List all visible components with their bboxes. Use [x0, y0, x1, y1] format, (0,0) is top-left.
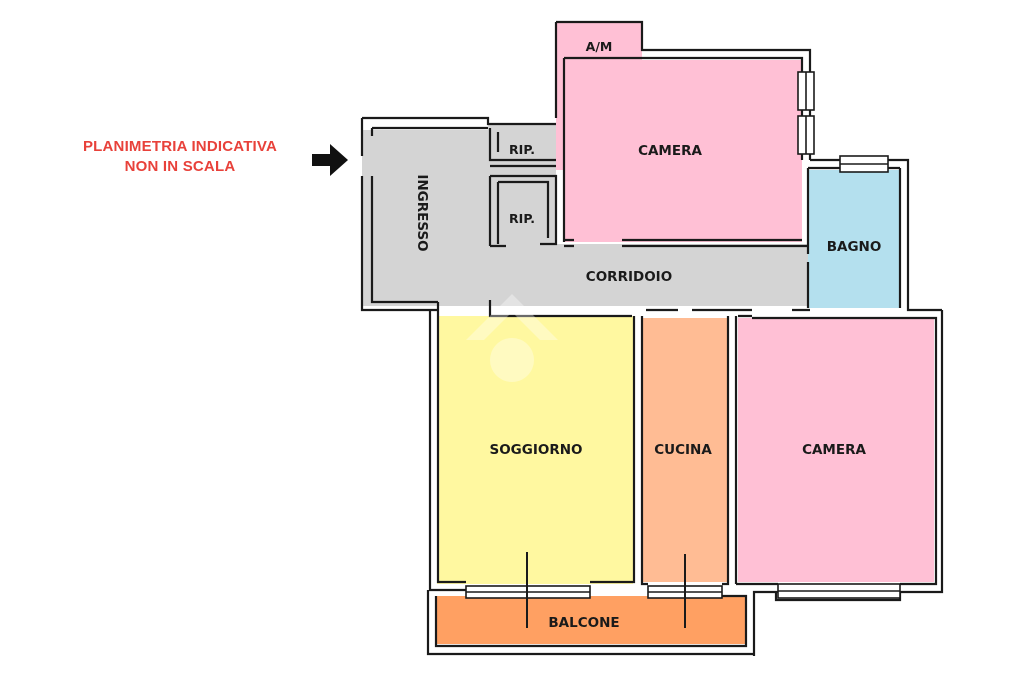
wall-soggiorno	[428, 310, 636, 592]
balcone-fill	[436, 596, 746, 644]
camera-bottom-fill	[738, 318, 934, 582]
label-cucina: CUCINA	[654, 442, 712, 458]
wall-camera-bottom	[736, 310, 944, 656]
label-balcone: BALCONE	[548, 615, 619, 631]
disclaimer-line-1: PLANIMETRIA INDICATIVA	[82, 138, 278, 155]
soggiorno-fill	[437, 316, 633, 584]
label-ingresso: INGRESSO	[414, 174, 430, 251]
label-am: A/M	[586, 39, 613, 54]
label-camera-bottom: CAMERA	[802, 442, 866, 458]
wall-ingresso-outer	[362, 116, 556, 130]
wall-bagno	[806, 158, 942, 312]
disclaimer-line-2: NON IN SCALA	[124, 158, 236, 175]
plan-disclaimer: PLANIMETRIA INDICATIVA NON IN SCALA	[50, 137, 310, 177]
wall-corridor-bottom	[436, 300, 810, 318]
watermark-logo	[466, 294, 558, 382]
wall-balcone	[426, 590, 754, 656]
wall-cucina	[640, 316, 738, 586]
label-soggiorno: SOGGIORNO	[489, 442, 582, 458]
label-corridoio: CORRIDOIO	[586, 269, 672, 285]
entrance-arrow-icon	[312, 144, 348, 176]
room-fills	[362, 22, 934, 644]
cucina-fill	[643, 318, 727, 582]
label-rip-top: RIP.	[509, 142, 535, 157]
wall-camera-corridor	[564, 238, 808, 248]
wall-camera-left	[554, 22, 566, 242]
room-labels: A/M CAMERA RIP. RIP. INGRESSO BAGNO CORR…	[414, 39, 881, 631]
camera-top-fill	[556, 22, 802, 242]
bagno-fill	[808, 170, 900, 308]
wall-rip-top	[488, 128, 556, 168]
wall-rip-bottom	[488, 174, 558, 248]
label-bagno: BAGNO	[827, 239, 882, 255]
label-rip-bottom: RIP.	[509, 211, 535, 226]
label-camera-top: CAMERA	[638, 143, 702, 159]
doors	[526, 552, 686, 628]
wall-ingresso-left	[360, 118, 438, 312]
corridor-fill	[362, 124, 808, 306]
